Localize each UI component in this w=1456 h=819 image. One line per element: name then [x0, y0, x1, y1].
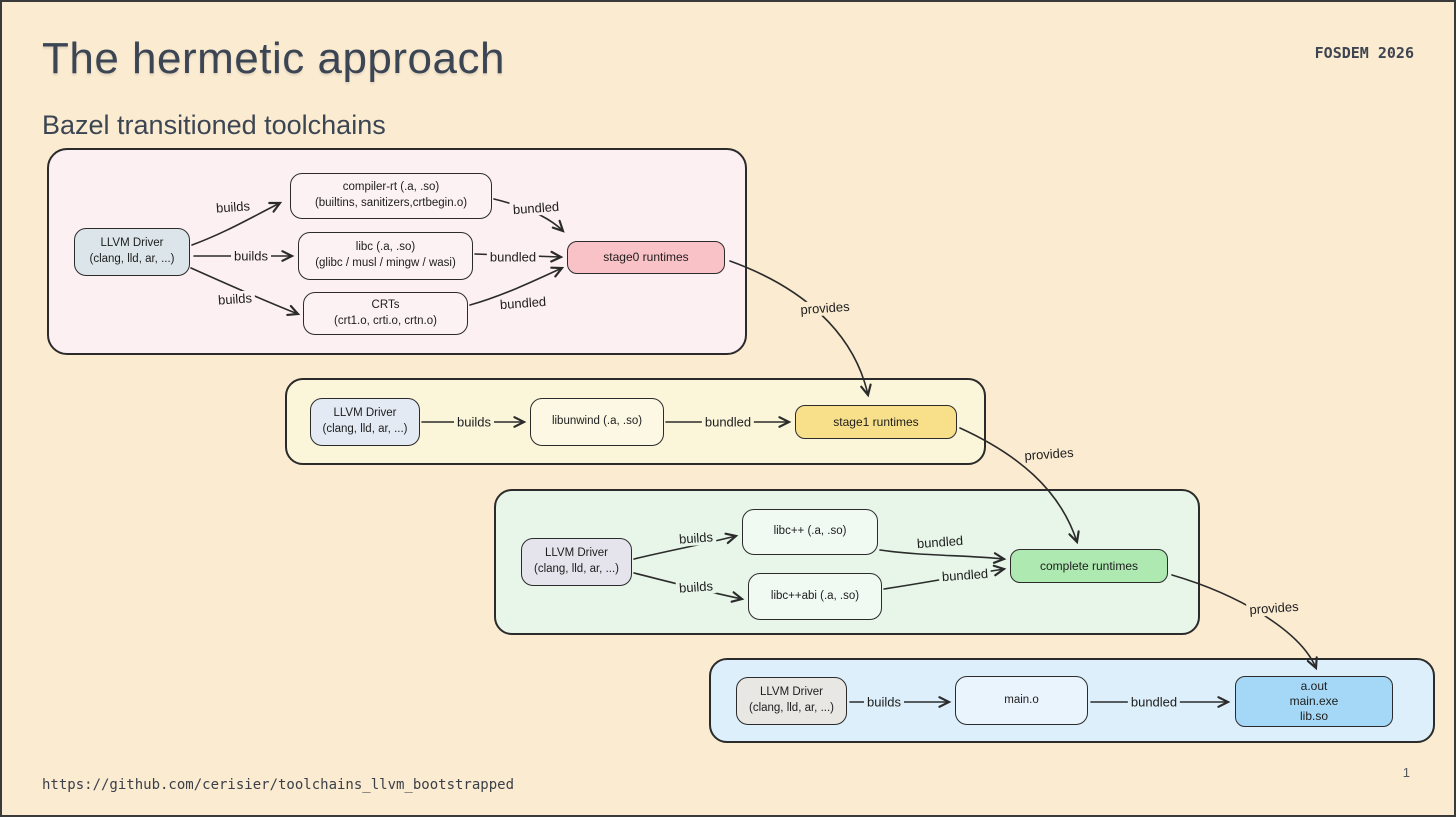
llvm-driver-node-stage1: LLVM Driver (clang, lld, ar, ...)	[310, 398, 420, 446]
edge-label-bundled: bundled	[701, 414, 755, 430]
llvm-driver-label: LLVM Driver	[759, 686, 824, 699]
edge-label-builds: builds	[212, 198, 254, 216]
edge-label-provides: provides	[1245, 598, 1303, 618]
llvm-driver-node-final: LLVM Driver (clang, lld, ar, ...)	[736, 677, 847, 725]
llvm-driver-label: LLVM Driver	[544, 547, 609, 560]
edge-label-builds: builds	[454, 414, 494, 430]
edge-label-provides: provides	[1020, 444, 1078, 464]
llvm-driver-label: LLVM Driver	[333, 407, 397, 420]
stage0-runtimes-label: stage0 runtimes	[603, 250, 689, 265]
edge-label-provides: provides	[796, 298, 854, 318]
main-o-node: main.o	[955, 676, 1088, 725]
page-title: The hermetic approach	[42, 34, 505, 83]
libcxx-node: libc++ (.a, .so)	[742, 509, 878, 555]
llvm-driver-tools: (clang, lld, ar, ...)	[748, 702, 834, 714]
output-libso-label: lib.so	[1299, 709, 1328, 723]
libc-detail: (glibc / musl / mingw / wasi)	[315, 257, 456, 269]
crts-detail: (crt1.o, crti.o, crtn.o)	[334, 314, 437, 327]
libcxxabi-label: libc++abi (.a, .so)	[770, 589, 860, 602]
crts-label: CRTs	[371, 298, 400, 311]
libunwind-node: libunwind (.a, .so)	[530, 398, 664, 446]
edge-label-bundled: bundled	[486, 249, 540, 265]
edge-label-builds: builds	[864, 694, 904, 710]
output-artifacts-node: a.out main.exe lib.so	[1235, 676, 1393, 727]
llvm-driver-tools: (clang, lld, ar, ...)	[89, 253, 175, 265]
main-o-label: main.o	[1004, 693, 1039, 706]
output-mainexe-label: main.exe	[1289, 694, 1339, 708]
llvm-driver-label: LLVM Driver	[100, 237, 164, 250]
edge-label-bundled: bundled	[1127, 694, 1181, 710]
libunwind-label: libunwind (.a, .so)	[551, 415, 643, 428]
event-label: FOSDEM 2026	[1314, 44, 1414, 62]
stage0-runtimes-node: stage0 runtimes	[567, 241, 725, 274]
libcxx-label: libc++ (.a, .so)	[773, 525, 847, 538]
complete-runtimes-node: complete runtimes	[1010, 549, 1168, 583]
llvm-driver-node-stage2: LLVM Driver (clang, lld, ar, ...)	[521, 538, 632, 586]
slide-subtitle: Bazel transitioned toolchains	[42, 110, 386, 140]
compiler-rt-node: compiler-rt (.a, .so) (builtins, sanitiz…	[290, 173, 492, 219]
edge-label-builds: builds	[214, 290, 256, 308]
page-number: 1	[1402, 765, 1410, 780]
edge-label-builds: builds	[231, 248, 271, 264]
llvm-driver-node-stage0: LLVM Driver (clang, lld, ar, ...)	[74, 228, 190, 276]
compiler-rt-label: compiler-rt (.a, .so)	[342, 181, 440, 194]
stage1-runtimes-label: stage1 runtimes	[833, 414, 919, 429]
libcxxabi-node: libc++abi (.a, .so)	[748, 573, 882, 620]
libc-label: libc (.a, .so)	[355, 241, 416, 254]
edge-label-builds: builds	[675, 529, 717, 547]
footer-url: https://github.com/cerisier/toolchains_l…	[42, 777, 515, 793]
output-aout-label: a.out	[1300, 679, 1328, 693]
arrow-stage0-provides-stage1	[729, 260, 872, 398]
llvm-driver-tools: (clang, lld, ar, ...)	[322, 423, 408, 435]
stage1-runtimes-node: stage1 runtimes	[795, 405, 957, 439]
complete-runtimes-label: complete runtimes	[1039, 558, 1139, 573]
crts-node: CRTs (crt1.o, crti.o, crtn.o)	[303, 292, 468, 335]
libc-node: libc (.a, .so) (glibc / musl / mingw / w…	[298, 232, 473, 280]
compiler-rt-detail: (builtins, sanitizers,crtbegin.o)	[314, 197, 468, 209]
edge-label-builds: builds	[675, 578, 717, 596]
llvm-driver-tools: (clang, lld, ar, ...)	[533, 563, 619, 575]
